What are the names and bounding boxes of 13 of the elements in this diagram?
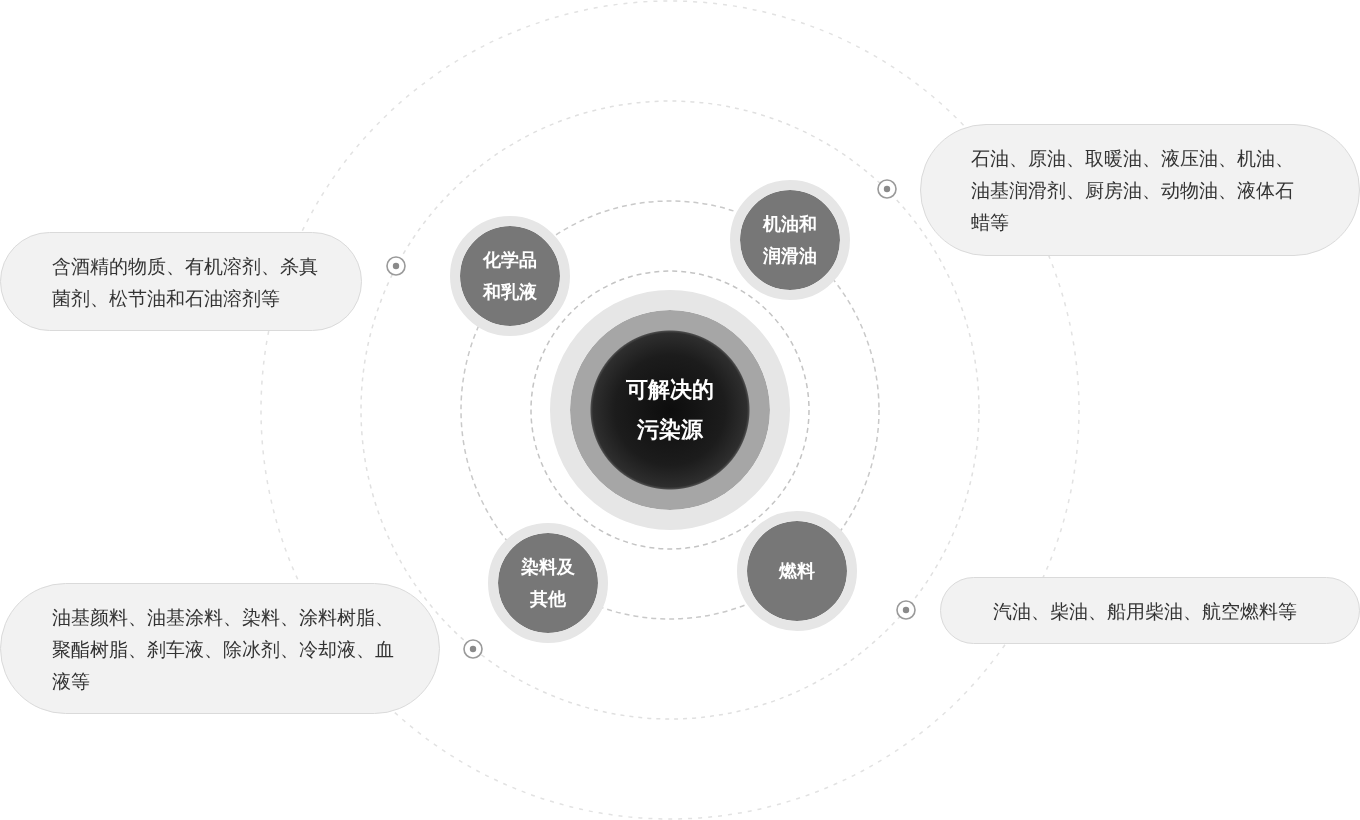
description-pill bbox=[0, 583, 440, 714]
description-text: 含酒精的物质、有机溶剂、杀真菌剂、松节油和石油溶剂等 bbox=[52, 253, 319, 311]
category-label: 燃料 bbox=[778, 559, 816, 583]
category-label: 染料及其他 bbox=[520, 555, 576, 611]
description-text: 汽油、柴油、船用柴油、航空燃料等 bbox=[993, 598, 1299, 624]
description-text: 油基颜料、油基涂料、染料、涂料树脂、聚酯树脂、刹车液、除冰剂、冷却液、血液等 bbox=[52, 604, 395, 694]
description-pill bbox=[920, 124, 1360, 256]
description-pill bbox=[940, 577, 1360, 644]
category-label: 化学品和乳液 bbox=[481, 248, 538, 304]
description-pill bbox=[0, 232, 362, 331]
description-text: 石油、原油、取暖油、液压油、机油、油基润滑剂、厨房油、动物油、液体石蜡等 bbox=[971, 146, 1295, 235]
category-label: 机油和润滑油 bbox=[761, 212, 818, 268]
center-title: 可解决的污染源 bbox=[625, 376, 715, 444]
